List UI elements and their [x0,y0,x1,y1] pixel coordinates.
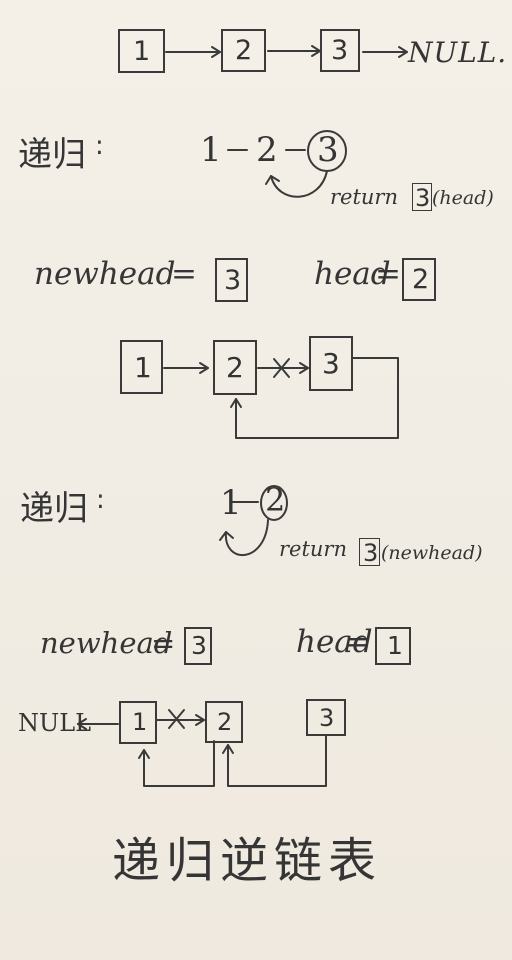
recursion1-return-arrowhead [265,175,280,185]
diagram1-node-2-box [213,340,257,395]
recursion1-colon: : [95,131,104,161]
diagram1-back-link [235,357,399,439]
recursion2-colon: : [96,485,105,515]
recursion2-circle-2 [260,485,288,521]
recursion2-node-2: 2 [265,481,286,519]
recursion1-node-1: 1 [200,130,222,170]
page-title: 递归逆链表 [112,833,383,889]
top-arrow-3-head [398,46,408,58]
state2-newhead-box-label: 3 [191,631,207,660]
recursion1-return-box-label: 3 [415,184,431,212]
top-node-2-box [221,29,266,72]
top-null-label: NULL. [408,36,508,69]
top-node-1-label: 1 [133,36,151,67]
state2-head-eq: = [345,624,371,660]
diagram2-null-label: NULL [18,709,92,737]
state2-newhead-label: newhead [40,626,173,660]
diagram2-node-3-box [306,699,346,736]
recursion2-label: 递归 [20,489,88,529]
diagram2-back-link-3-to-2 [227,734,327,787]
diagram2-node-1-box [119,701,157,744]
recursion1-node-3: 3 [317,130,339,170]
recursion1-return-curve [270,170,328,198]
recursion1-return-hint: (head) [432,187,494,209]
diagram2-back-link-2-to-1-head [138,749,150,759]
diagram1-node-3-label: 3 [322,347,340,380]
state2-head-box [375,627,411,665]
diagram1-node-3-box [309,336,353,391]
state2-newhead-box [184,627,212,665]
diagram2-null-arrow-head [77,718,87,730]
recursion2-return-curve [224,519,269,557]
state1-head-eq: = [375,256,401,292]
recursion1-return-box [412,183,432,211]
diagram1-node-1-label: 1 [134,351,152,384]
recursion2-return-text: return [279,537,347,561]
recursion2-return-box-label: 3 [363,539,379,567]
recursion2-return-arrowhead [219,531,234,541]
recursion1-return-text: return [330,185,398,209]
recursion1-label: 递归 [18,135,86,175]
state1-newhead-box [215,258,248,302]
state2-head-box-label: 1 [387,631,403,660]
diagram2-node-2-label: 2 [217,708,233,736]
state2-newhead-eq: = [151,626,176,660]
state1-head-label: head [314,256,391,292]
top-node-3-box [320,29,360,72]
diagram2-back-link-3-to-2-head [222,744,234,754]
recursion1-node-2: 2 [256,130,278,170]
state1-newhead-label: newhead [34,256,176,292]
diagram1-arrow-12-head [199,362,209,374]
diagram1-back-link-head [230,398,242,408]
top-node-3-label: 3 [331,35,349,66]
diagram2-node-3-label: 3 [319,704,335,732]
diagram1-arrow-23-head [299,362,309,374]
diagram2-back-link-2-to-1 [143,740,215,787]
diagram2-cross-mark [168,709,185,729]
diagram1-node-2-label: 2 [226,351,244,384]
state1-head-box [402,258,436,301]
diagram1-cross-mark [273,358,290,378]
recursion2-return-box [359,538,380,566]
top-node-1-box [118,29,165,73]
top-node-2-label: 2 [235,35,253,66]
state1-newhead-box-label: 3 [224,265,242,296]
recursion2-return-hint: (newhead) [381,542,483,564]
state1-newhead-eq: = [171,256,197,292]
recursion2-node-1: 1 [220,483,242,523]
top-arrow-2-head [311,45,321,57]
state1-head-box-label: 2 [412,264,430,295]
diagram1-node-1-box [120,340,163,394]
diagram2-node-1-label: 1 [132,708,148,736]
top-arrow-1-head [211,46,221,58]
state2-head-label: head [296,624,373,660]
diagram2-node-2-box [205,701,243,743]
diagram2-arrow-12-head [195,714,205,726]
